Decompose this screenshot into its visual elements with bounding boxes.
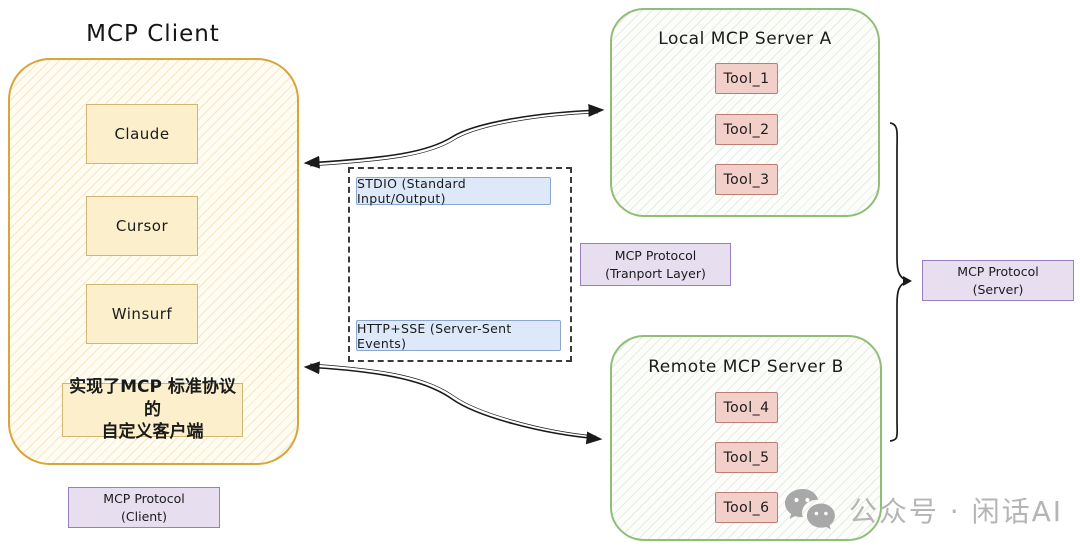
server-a-title: Local MCP Server A: [658, 29, 832, 49]
app-label-claude: Claude: [114, 125, 170, 143]
arrow-client-server-b: [303, 361, 603, 445]
protocol-transport-line1: MCP Protocol: [614, 248, 697, 263]
tool-box-1: Tool_1: [715, 63, 778, 94]
tool-label-3: Tool_3: [723, 171, 770, 188]
server-b-box: [610, 335, 882, 541]
protocol-label-server: MCP Protocol (Server): [922, 260, 1074, 301]
tool-label-5: Tool_5: [723, 449, 770, 466]
tool-box-4: Tool_4: [715, 392, 778, 423]
protocol-client-line2: (Client): [121, 508, 167, 524]
client-title: MCP Client: [86, 21, 220, 47]
tool-label-2: Tool_2: [723, 121, 770, 138]
tool-box-2: Tool_2: [715, 114, 778, 145]
arrow-client-server-a: [303, 104, 605, 169]
protocol-server-line1: MCP Protocol: [957, 264, 1039, 279]
protocol-client-line1: MCP Protocol: [103, 491, 185, 506]
servers-brace: [889, 122, 912, 442]
watermark-text: 公众号 · 闲话AI: [848, 495, 1063, 528]
stdio-label: STDIO (Standard Input/Output): [357, 176, 466, 206]
app-label-cursor: Cursor: [115, 217, 169, 235]
wechat-icon: [784, 489, 835, 530]
tool-box-5: Tool_5: [715, 442, 778, 473]
app-box-claude: Claude: [86, 104, 198, 164]
app-label-winsurf: Winsurf: [111, 305, 173, 323]
stdio-box: STDIO (Standard Input/Output): [356, 176, 551, 206]
tool-label-4: Tool_4: [723, 399, 770, 416]
tool-box-3: Tool_3: [715, 164, 778, 195]
app-box-cursor: Cursor: [86, 196, 198, 256]
app-box-winsurf: Winsurf: [86, 284, 198, 344]
watermark: 公众号 · 闲话AI: [783, 484, 1063, 536]
client-note-box: 实现了MCP 标准协议的 自定义客户端: [62, 377, 243, 442]
protocol-label-client: MCP Protocol (Client): [68, 487, 220, 528]
http-sse-label: HTTP+SSE (Server-Sent Events): [357, 320, 512, 351]
protocol-server-line2: (Server): [972, 281, 1024, 297]
client-note-line2: 自定义客户端: [101, 422, 204, 443]
server-b-title: Remote MCP Server B: [648, 357, 844, 377]
tool-label-1: Tool_1: [723, 70, 770, 87]
http-sse-box: HTTP+SSE (Server-Sent Events): [356, 320, 561, 351]
protocol-label-transport: MCP Protocol (Tranport Layer): [580, 243, 731, 286]
client-note-line1: 实现了MCP 标准协议的: [69, 376, 236, 420]
tool-label-6: Tool_6: [723, 499, 770, 516]
tool-box-6: Tool_6: [715, 492, 778, 523]
protocol-transport-line2: (Tranport Layer): [605, 265, 706, 281]
